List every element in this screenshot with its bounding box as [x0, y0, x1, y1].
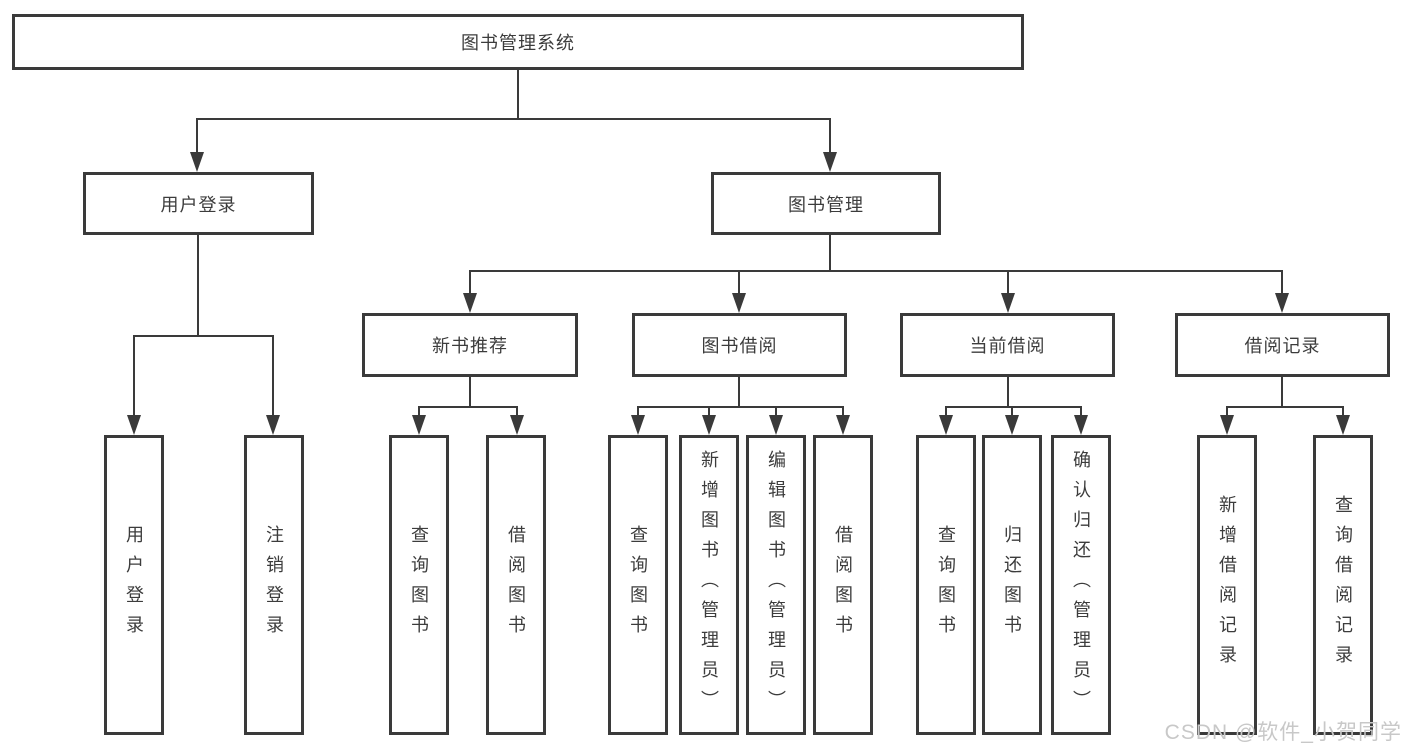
connector-vline: [708, 406, 710, 417]
leaf-box-query-book-2: 查询图书: [608, 435, 668, 735]
arrowhead: [1275, 293, 1289, 313]
connector-vline: [1007, 377, 1009, 406]
arrowhead: [702, 415, 716, 435]
connector-vline: [1281, 270, 1283, 297]
leaf-label: 借阅图书: [833, 525, 853, 645]
connector-vline: [418, 406, 420, 417]
leaf-box-edit-book-admin: 编辑图书（管理员）: [746, 435, 806, 735]
arrowhead: [412, 415, 426, 435]
connector-vline: [272, 335, 274, 417]
connector-hline: [1227, 406, 1344, 408]
node-box-user-login: 用户登录: [83, 172, 314, 235]
connector-vline: [517, 70, 519, 118]
leaf-box-query-book-3: 查询图书: [916, 435, 976, 735]
leaf-box-add-borrow-record: 新增借阅记录: [1197, 435, 1257, 735]
leaf-label: 查询图书: [409, 525, 429, 645]
connector-hline: [419, 406, 518, 408]
arrowhead: [1074, 415, 1088, 435]
connector-vline: [945, 406, 947, 417]
connector-vline: [1226, 406, 1228, 417]
arrowhead: [769, 415, 783, 435]
leaf-box-logout: 注销登录: [244, 435, 304, 735]
arrowhead: [732, 293, 746, 313]
leaf-box-return-book: 归还图书: [982, 435, 1042, 735]
arrowhead: [631, 415, 645, 435]
arrowhead: [939, 415, 953, 435]
arrowhead: [127, 415, 141, 435]
connector-vline: [842, 406, 844, 417]
connector-vline: [1080, 406, 1082, 417]
connector-vline: [1011, 406, 1013, 417]
leaf-label: 归还图书: [1002, 525, 1022, 645]
arrowhead: [1220, 415, 1234, 435]
leaf-box-borrow-book-1: 借阅图书: [486, 435, 546, 735]
connector-vline: [775, 406, 777, 417]
arrowhead: [266, 415, 280, 435]
connector-hline: [134, 335, 274, 337]
arrowhead: [1336, 415, 1350, 435]
leaf-label: 查询图书: [628, 525, 648, 645]
node-box-borrow-record: 借阅记录: [1175, 313, 1390, 377]
arrowhead: [510, 415, 524, 435]
connector-vline: [469, 377, 471, 406]
leaf-label: 新增图书（管理员）: [699, 450, 719, 720]
connector-vline: [469, 270, 471, 297]
leaf-label: 用户登录: [124, 525, 144, 645]
arrowhead: [190, 152, 204, 172]
node-box-current-borrow: 当前借阅: [900, 313, 1115, 377]
connector-vline: [516, 406, 518, 417]
leaf-box-query-borrow-record: 查询借阅记录: [1313, 435, 1373, 735]
node-box-book-borrow: 图书借阅: [632, 313, 847, 377]
connector-vline: [738, 377, 740, 406]
leaf-label: 注销登录: [264, 525, 284, 645]
arrowhead: [1001, 293, 1015, 313]
arrowhead: [1005, 415, 1019, 435]
leaf-label: 确认归还（管理员）: [1071, 450, 1091, 720]
node-box-book-management: 图书管理: [711, 172, 941, 235]
arrowhead: [823, 152, 837, 172]
connector-vline: [1342, 406, 1344, 417]
leaf-box-borrow-book-2: 借阅图书: [813, 435, 873, 735]
arrowhead: [463, 293, 477, 313]
connector-vline: [637, 406, 639, 417]
leaf-box-confirm-return-admin: 确认归还（管理员）: [1051, 435, 1111, 735]
arrowhead: [836, 415, 850, 435]
connector-hline: [470, 270, 1283, 272]
connector-vline: [196, 118, 198, 156]
connector-vline: [829, 118, 831, 156]
connector-vline: [1281, 377, 1283, 406]
connector-vline: [738, 270, 740, 297]
connector-vline: [1007, 270, 1009, 297]
node-box-root: 图书管理系统: [12, 14, 1024, 70]
connector-vline: [829, 235, 831, 270]
csdn-watermark: CSDN @软件_小贺同学: [1164, 721, 1402, 744]
leaf-box-user-login: 用户登录: [104, 435, 164, 735]
node-box-new-book-recommend: 新书推荐: [362, 313, 578, 377]
leaf-box-add-book-admin: 新增图书（管理员）: [679, 435, 739, 735]
leaf-box-query-book-1: 查询图书: [389, 435, 449, 735]
connector-hline: [946, 406, 1082, 408]
leaf-label: 借阅图书: [506, 525, 526, 645]
connector-vline: [197, 235, 199, 335]
leaf-label: 查询图书: [936, 525, 956, 645]
leaf-label: 编辑图书（管理员）: [766, 450, 786, 720]
leaf-label: 查询借阅记录: [1333, 495, 1353, 675]
leaf-label: 新增借阅记录: [1217, 495, 1237, 675]
connector-hline: [197, 118, 831, 120]
connector-hline: [638, 406, 844, 408]
connector-vline: [133, 335, 135, 417]
